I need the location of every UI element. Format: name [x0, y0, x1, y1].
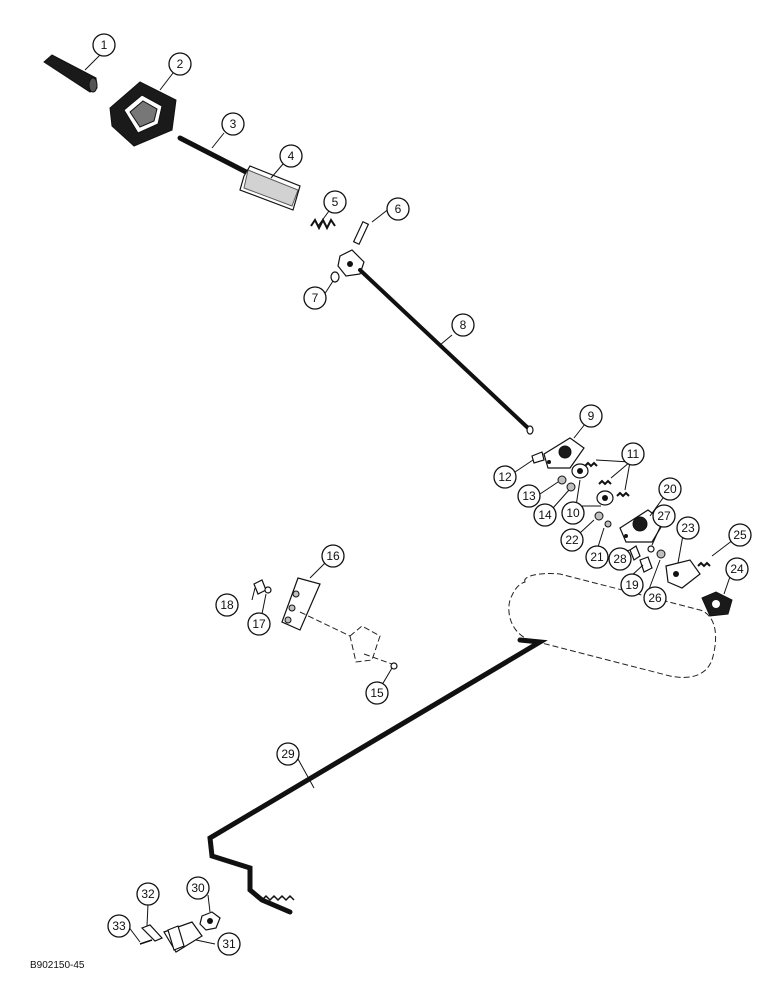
svg-text:3: 3 — [230, 117, 237, 131]
part-washer-17 — [264, 586, 272, 594]
svg-text:30: 30 — [191, 881, 205, 895]
callout-5: 5 — [323, 190, 347, 214]
svg-text:7: 7 — [312, 291, 319, 305]
svg-text:23: 23 — [681, 521, 695, 535]
callout-10: 10 — [561, 501, 585, 525]
svg-text:31: 31 — [222, 937, 236, 951]
callout-18: 18 — [215, 593, 239, 617]
svg-text:4: 4 — [288, 149, 295, 163]
part-lever-block — [665, 559, 701, 589]
svg-text:13: 13 — [522, 489, 536, 503]
part-knob — [43, 54, 98, 93]
callout-22: 22 — [560, 528, 584, 552]
svg-text:5: 5 — [332, 195, 339, 209]
leader-lines — [84, 54, 734, 945]
svg-text:9: 9 — [588, 409, 595, 423]
callout-33: 33 — [107, 914, 131, 938]
svg-text:29: 29 — [281, 747, 295, 761]
part-clevis — [163, 921, 203, 953]
part-detent-springs — [584, 461, 630, 498]
svg-text:21: 21 — [590, 550, 604, 564]
callout-4: 4 — [279, 144, 303, 168]
part-phantom-bracket — [299, 611, 398, 670]
svg-text:24: 24 — [730, 562, 744, 576]
callout-13: 13 — [517, 484, 541, 508]
svg-text:18: 18 — [220, 598, 234, 612]
svg-text:28: 28 — [613, 552, 627, 566]
callout-20: 20 — [658, 477, 682, 501]
svg-text:1: 1 — [101, 38, 108, 52]
part-balls-lower — [594, 511, 612, 528]
callout-30: 30 — [186, 876, 210, 900]
part-washer — [330, 271, 340, 283]
svg-text:16: 16 — [326, 549, 340, 563]
callout-31: 31 — [217, 932, 241, 956]
figure-code: B902150-45 — [30, 960, 85, 971]
callout-29: 29 — [276, 742, 300, 766]
part-sleeve — [239, 165, 301, 211]
svg-text:6: 6 — [395, 202, 402, 216]
svg-text:20: 20 — [663, 482, 677, 496]
svg-text:19: 19 — [625, 578, 639, 592]
callout-6: 6 — [386, 197, 410, 221]
callout-1: 1 — [92, 33, 116, 57]
svg-text:8: 8 — [460, 318, 467, 332]
part-plate-upper — [543, 437, 585, 469]
part-cotter-pin — [139, 939, 153, 945]
callout-19: 19 — [620, 573, 644, 597]
part-nut — [199, 911, 221, 931]
part-pin-12 — [531, 451, 545, 464]
part-housing-cap — [701, 591, 733, 617]
part-bushings — [571, 463, 614, 506]
part-linkage-rod — [207, 637, 548, 915]
svg-text:25: 25 — [733, 528, 747, 542]
part-bracket — [281, 577, 321, 631]
svg-text:11: 11 — [627, 447, 640, 461]
svg-text:27: 27 — [657, 509, 671, 523]
part-bolt-18 — [253, 579, 267, 595]
svg-text:33: 33 — [112, 919, 126, 933]
callout-17: 17 — [247, 612, 271, 636]
svg-text:14: 14 — [538, 508, 552, 522]
svg-text:32: 32 — [141, 887, 155, 901]
callout-16: 16 — [321, 544, 345, 568]
callout-9: 9 — [579, 404, 603, 428]
callout-3: 3 — [221, 112, 245, 136]
svg-text:12: 12 — [498, 470, 512, 484]
callout-27: 27 — [652, 504, 676, 528]
callout-21: 21 — [585, 545, 609, 569]
part-boot — [109, 81, 177, 147]
callout-28: 28 — [608, 547, 632, 571]
callout-14: 14 — [533, 503, 557, 527]
callout-2: 2 — [168, 52, 192, 76]
part-ball-26 — [656, 549, 666, 559]
callout-26: 26 — [643, 586, 667, 610]
callout-24: 24 — [725, 557, 749, 581]
part-spring-25 — [697, 561, 711, 568]
callout-12: 12 — [493, 465, 517, 489]
part-pin — [352, 220, 370, 246]
svg-text:17: 17 — [252, 617, 266, 631]
callout-23: 23 — [676, 516, 700, 540]
svg-text:26: 26 — [648, 591, 662, 605]
callout-8: 8 — [451, 313, 475, 337]
callout-7: 7 — [303, 286, 327, 310]
part-spring — [310, 217, 336, 231]
svg-text:15: 15 — [370, 686, 384, 700]
svg-text:2: 2 — [177, 57, 184, 71]
callout-11: 11 — [621, 442, 645, 466]
part-pins-lower — [629, 545, 653, 573]
part-balls — [557, 475, 576, 492]
callout-32: 32 — [136, 882, 160, 906]
callout-25: 25 — [728, 523, 752, 547]
callout-15: 15 — [365, 681, 389, 705]
part-clevis-pin — [140, 924, 164, 942]
part-shift-shaft — [177, 135, 251, 176]
part-phantom-housing — [508, 573, 717, 678]
svg-text:10: 10 — [566, 506, 580, 520]
part-washer-27 — [647, 545, 655, 553]
part-shift-lever — [337, 249, 534, 435]
svg-text:22: 22 — [565, 533, 579, 547]
